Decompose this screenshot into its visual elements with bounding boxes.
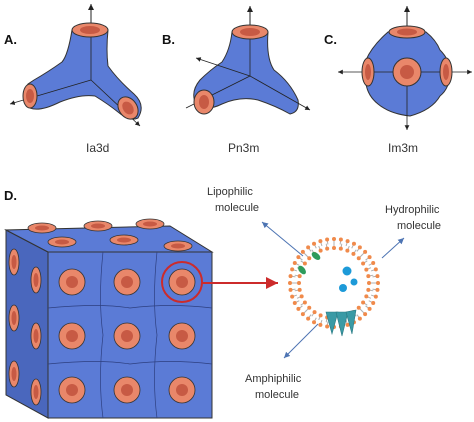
svg-text:Hydrophilic: Hydrophilic <box>385 204 440 216</box>
pn3m-label: Pn3m <box>228 141 259 155</box>
svg-text:molecule: molecule <box>215 202 259 214</box>
cubosome-block <box>4 218 214 419</box>
amphiphilic-label: Amphiphilic molecule <box>245 373 302 401</box>
lipid-head <box>318 322 323 327</box>
hydrophilic-label: Hydrophilic molecule <box>385 204 441 232</box>
svg-text:Amphiphilic: Amphiphilic <box>245 373 302 385</box>
lipid-head <box>312 310 317 315</box>
lipid-head <box>356 256 361 261</box>
ia3d-label: Ia3d <box>86 141 109 155</box>
hydrophilic-pointer <box>381 237 405 259</box>
lipid-head <box>332 246 336 250</box>
pn3m-structure <box>185 6 311 115</box>
lipid-head <box>338 246 343 251</box>
amphiphilic-molecules <box>325 309 357 337</box>
lipid-head <box>306 316 311 321</box>
lipid-head <box>290 267 295 272</box>
lipid-head <box>371 261 376 266</box>
lipid-head <box>367 306 372 311</box>
lipid-head <box>307 305 312 310</box>
lipid-head <box>307 256 312 261</box>
lipophilic-molecules <box>298 252 321 275</box>
side-tubes <box>8 248 42 406</box>
panel-b: B. Pn3m <box>162 6 311 155</box>
lipid-head <box>364 267 369 272</box>
lipid-head <box>345 239 350 244</box>
lipid-head <box>363 312 368 317</box>
lipid-head <box>299 294 304 299</box>
lipid-head <box>338 237 343 242</box>
lipid-head <box>297 281 301 285</box>
lipid-head <box>290 294 295 299</box>
lipid-head <box>375 274 380 279</box>
lipid-head <box>363 249 368 254</box>
top-tubes <box>27 218 193 252</box>
lipid-head <box>296 306 301 311</box>
lipid-head <box>357 316 362 321</box>
cube-seams <box>47 251 213 419</box>
lipid-head <box>361 300 366 305</box>
panel-a-letter: A. <box>4 32 17 47</box>
lipid-head <box>357 245 362 250</box>
lipid-head <box>312 241 317 246</box>
panel-c-letter: C. <box>324 32 337 47</box>
hydrophilic-molecules <box>339 266 358 292</box>
lipid-head <box>288 287 293 292</box>
lipid-head <box>318 313 323 318</box>
lipid-head <box>376 281 380 285</box>
lipid-head <box>361 261 366 266</box>
lipophilic-label: Lipophilic molecule <box>207 186 259 214</box>
lipid-head <box>373 294 378 299</box>
lipid-bilayer <box>288 237 380 329</box>
panel-b-letter: B. <box>162 32 175 47</box>
lipid-head <box>288 274 293 279</box>
lipid-head <box>375 287 380 292</box>
lipid-head <box>312 320 317 325</box>
lipid-head <box>332 237 336 241</box>
lipid-head <box>364 294 369 299</box>
lipid-head <box>325 246 330 251</box>
lipid-head <box>367 281 371 285</box>
panel-d-letter: D. <box>4 188 17 203</box>
amphiphilic-pointer <box>283 323 319 359</box>
lipid-head <box>356 305 361 310</box>
panel-a: A. Ia3d <box>4 4 142 155</box>
lipid-head <box>292 261 297 266</box>
lipid-head <box>302 261 307 266</box>
lipid-head <box>366 287 371 292</box>
lipid-head <box>367 255 372 260</box>
panel-c: C. Im3m <box>324 6 472 155</box>
lipid-head <box>325 237 330 242</box>
lipid-head <box>345 322 350 327</box>
lipid-head <box>302 300 307 305</box>
front-tubes <box>58 268 196 404</box>
lipid-head <box>297 287 302 292</box>
lipid-head <box>366 274 371 279</box>
lipid-head <box>292 300 297 305</box>
svg-text:molecule: molecule <box>397 220 441 232</box>
lipid-head <box>297 274 302 279</box>
lipid-head <box>318 239 323 244</box>
vesicle <box>288 237 380 337</box>
svg-text:molecule: molecule <box>255 389 299 401</box>
lipid-head <box>300 312 305 317</box>
lipid-head <box>345 248 350 253</box>
lipid-head <box>325 324 330 329</box>
lipid-head <box>296 255 301 260</box>
ia3d-structure <box>9 4 142 127</box>
lipid-head <box>318 248 323 253</box>
lipid-head <box>300 249 305 254</box>
lipophilic-pointer <box>261 221 304 257</box>
lipid-head <box>351 241 356 246</box>
lipid-head <box>351 251 356 256</box>
lipid-head <box>306 245 311 250</box>
im3m-structure <box>338 6 472 130</box>
lipid-head <box>373 267 378 272</box>
svg-text:Lipophilic: Lipophilic <box>207 186 253 198</box>
lipid-head <box>288 281 292 285</box>
im3m-label: Im3m <box>388 141 418 155</box>
lipid-head <box>371 300 376 305</box>
